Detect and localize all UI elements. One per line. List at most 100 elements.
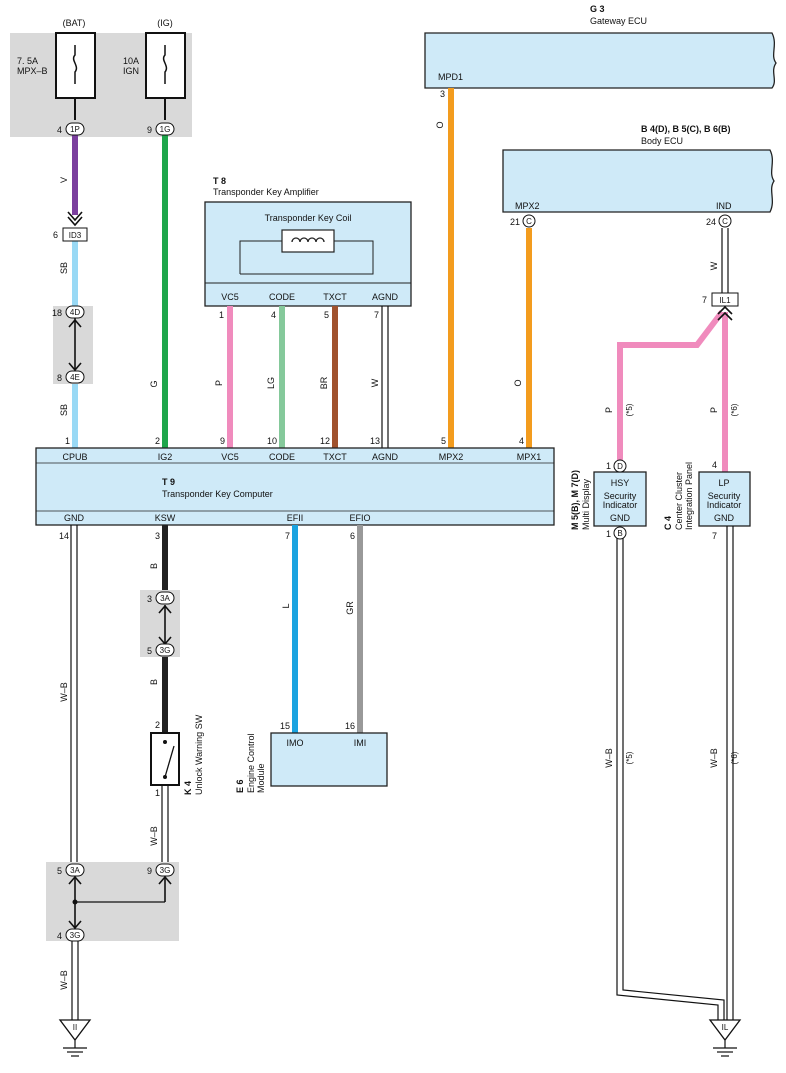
amp-pin-5: 5: [324, 310, 329, 320]
multi-display-line1: Security: [604, 491, 637, 501]
ecm-pin-16: 16: [345, 721, 355, 731]
fuse-ign-name: IGN: [123, 66, 139, 76]
wire-label-l: L: [281, 603, 291, 608]
wire-label-gr: GR: [345, 601, 355, 615]
fuse-ign-rating: 10A: [123, 56, 139, 66]
amp-pin-4: 4: [271, 310, 276, 320]
computer-bottom-term-efio: EFIO: [349, 513, 370, 523]
wire-wb-multi-display-b: [622, 533, 725, 1020]
ecm-term-imi: IMI: [354, 738, 367, 748]
gateway-name: Gateway ECU: [590, 16, 647, 26]
svg-text:4E: 4E: [70, 373, 80, 382]
computer-bottom-pin-3: 3: [155, 531, 160, 541]
engine-control-module-box: [270, 732, 388, 787]
pin-body-ecu-24: 24: [706, 217, 716, 227]
fuse-mpxb-rating: 7. 5A: [17, 56, 38, 66]
amplifier-term-code: CODE: [269, 292, 295, 302]
gateway-code: G 3: [590, 4, 605, 14]
computer-top-term-code: CODE: [269, 452, 295, 462]
wire-label-v: V: [59, 177, 69, 183]
ecm-term-imo: IMO: [287, 738, 304, 748]
fuse-mpxb-name: MPX–B: [17, 66, 48, 76]
computer-top-terminals: CPUB1IG22VC59CODE10TXCT12AGND13MPX25MPX1…: [62, 436, 541, 462]
ground-symbol-left: [58, 1019, 92, 1057]
svg-text:4D: 4D: [70, 308, 80, 317]
multi-display-term-hsy: HSY: [611, 478, 630, 488]
amplifier-code: T 8: [213, 176, 226, 186]
connector-3g-bottom: 3G: [155, 863, 175, 877]
computer-top-term-cpub: CPUB: [62, 452, 87, 462]
connector-4e: 4E: [65, 370, 85, 384]
wire-label-wb-right: W–B: [709, 748, 719, 768]
connector-4d: 4D: [65, 305, 85, 319]
amplifier-term-vc5: VC5: [221, 292, 239, 302]
svg-text:3G: 3G: [70, 931, 81, 940]
connector-c-ind: C: [718, 214, 732, 228]
ground-symbol-right: [708, 1019, 742, 1057]
cluster-pin-top: 4: [712, 460, 717, 470]
pin-il1: 7: [702, 295, 707, 305]
computer-box: [35, 447, 555, 526]
svg-text:1P: 1P: [70, 125, 80, 134]
computer-top-pin-1: 1: [65, 436, 70, 446]
cluster-pin-bottom: 7: [712, 531, 717, 541]
computer-bottom-pin-7: 7: [285, 531, 290, 541]
svg-text:B: B: [617, 529, 622, 538]
gateway-ecu-box: [424, 32, 777, 89]
multi-display-line2: Indicator: [603, 500, 638, 510]
computer-top-term-mpx2: MPX2: [439, 452, 464, 462]
ecm-name-line1: Engine Control: [246, 733, 256, 793]
computer-top-term-txct: TXCT: [323, 452, 347, 462]
pin-id3: 6: [53, 230, 58, 240]
wire-label-lg: LG: [266, 377, 276, 389]
svg-text:3A: 3A: [160, 594, 170, 603]
pin-3a-top: 3: [147, 594, 152, 604]
amplifier-box: [204, 201, 412, 307]
svg-text:IL1: IL1: [719, 296, 731, 305]
ground-left-code: II: [73, 1023, 77, 1032]
wire-label-sb-lower: SB: [59, 404, 69, 416]
svg-text:3A: 3A: [70, 866, 80, 875]
pin-1g: 9: [147, 125, 152, 135]
cluster-line2: Indicator: [707, 500, 742, 510]
computer-bottom-term-ksw: KSW: [155, 513, 176, 523]
ecm-code: E 6: [235, 779, 245, 793]
wire-label-w-agnd: W: [370, 378, 380, 387]
body-ecu-box: [502, 149, 775, 213]
wire-note-wb-right: (*6): [730, 751, 739, 764]
amplifier-coil-label: Transponder Key Coil: [265, 213, 352, 223]
computer-top-term-mpx1: MPX1: [517, 452, 542, 462]
svg-text:3G: 3G: [160, 646, 171, 655]
wire-label-sb-upper: SB: [59, 262, 69, 274]
body-ecu-term-mpx2: MPX2: [515, 201, 540, 211]
svg-text:C: C: [722, 217, 728, 226]
connector-3a-bottom: 3A: [65, 863, 85, 877]
cluster-term-gnd: GND: [714, 513, 735, 523]
wire-wb-multi-display-a: [616, 533, 719, 1020]
wire-label-p-vc5: P: [214, 380, 224, 386]
wire-label-wb-left: W–B: [604, 748, 614, 768]
cluster-name-line2: Integration Panel: [684, 462, 694, 530]
computer-bottom-pin-14: 14: [59, 531, 69, 541]
computer-bottom-term-efii: EFII: [287, 513, 304, 523]
fuse-ig-source: (IG): [157, 18, 173, 28]
ecm-pin-15: 15: [280, 721, 290, 731]
pin-multi-display-bottom: 1: [606, 529, 611, 539]
computer-code: T 9: [162, 477, 175, 487]
connector-1p: 1P: [65, 122, 85, 136]
multi-display-code: M 5(B), M 7(D): [570, 470, 580, 530]
wire-pink-multi-display: [617, 310, 725, 461]
switch-contact-icon: [164, 745, 175, 778]
unlock-sw-name: Unlock Warning SW: [194, 714, 204, 795]
ground-right-code: IL: [722, 1023, 729, 1032]
center-cluster-box: [698, 471, 751, 527]
computer-top-pin-12: 12: [320, 436, 330, 446]
multi-display-box: [593, 471, 647, 527]
connector-3g-low: 3G: [65, 928, 85, 942]
pin-3g-low: 4: [57, 931, 62, 941]
cluster-term-lp: LP: [718, 478, 729, 488]
pin-3a-bottom: 5: [57, 866, 62, 876]
amplifier-name: Transponder Key Amplifier: [213, 187, 319, 197]
